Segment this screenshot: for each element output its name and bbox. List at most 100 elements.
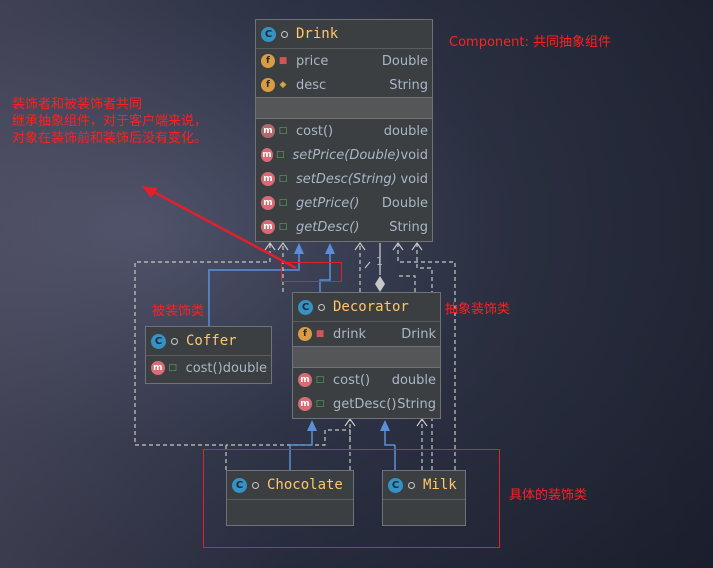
method-row[interactable]: m □ cost() double <box>293 368 440 392</box>
section-separator <box>293 346 440 368</box>
method-row[interactable]: m □ getDesc() String <box>293 392 440 416</box>
method-type: Double <box>381 195 428 211</box>
inheritance-arrowhead <box>380 420 390 431</box>
unlock-icon: □ <box>278 126 288 136</box>
decorated-note: 被装饰类 <box>152 304 205 319</box>
visibility-icon <box>281 30 288 38</box>
field-name: price <box>296 53 329 69</box>
method-name: cost() <box>333 372 371 388</box>
field-row[interactable]: f ■ price Double <box>256 49 432 73</box>
inheritance-coffer-drink <box>208 246 300 327</box>
visibility-icon <box>408 481 415 489</box>
method-type: String <box>397 396 436 412</box>
field-name: desc <box>296 77 327 93</box>
aggregation-diamond <box>375 276 385 292</box>
method-name: getDesc() <box>333 396 397 412</box>
class-name: Chocolate <box>267 477 343 493</box>
field-row[interactable]: f ■ drink Drink <box>293 322 440 346</box>
field-type: Drink <box>401 326 436 342</box>
method-name: getPrice() <box>296 195 360 211</box>
inheritance-arrowhead <box>325 243 335 254</box>
left-note-line: 装饰者和被装饰者共同 <box>12 97 143 112</box>
class-name: Coffer <box>186 333 237 349</box>
class-decorator[interactable]: C Decorator f ■ drink Drink m □ cost() d… <box>292 292 441 419</box>
inheritance-decorator-drink <box>319 246 331 292</box>
concrete-decorators-box <box>203 449 500 548</box>
visibility-icon <box>252 481 259 489</box>
method-row[interactable]: m □ setDesc(String) void <box>256 167 432 191</box>
class-name: Decorator <box>333 299 409 315</box>
method-row[interactable]: m □ cost() double <box>146 356 271 380</box>
method-row[interactable]: m □ cost() double <box>256 119 432 143</box>
dependency-arrowheads <box>264 241 428 427</box>
method-name: cost() <box>185 360 223 376</box>
left-note-line: 对象在装饰前和装饰后没有变化。 <box>12 131 208 146</box>
component-note: Component: 共同抽象组件 <box>449 35 611 50</box>
class-icon: C <box>298 299 313 315</box>
annotation-arrow <box>149 188 297 270</box>
field-icon: f <box>261 78 275 92</box>
method-row[interactable]: m □ getDesc() String <box>256 215 432 239</box>
class-name: Drink <box>296 26 339 42</box>
lock-icon: ■ <box>315 329 325 339</box>
field-name: drink <box>333 326 366 342</box>
method-icon: m <box>261 220 275 234</box>
method-name: cost() <box>296 123 334 139</box>
key-icon: ◆ <box>279 80 287 90</box>
inheritance-arrowhead <box>307 420 317 431</box>
class-name: Milk <box>423 477 457 493</box>
class-header: C Milk <box>383 471 465 500</box>
class-milk[interactable]: C Milk <box>382 470 466 526</box>
concrete-decorators-note: 具体的装饰类 <box>509 488 588 503</box>
field-icon: f <box>298 327 312 341</box>
class-icon: C <box>261 26 276 42</box>
method-type: double <box>383 123 428 139</box>
lock-icon: ■ <box>278 56 288 66</box>
method-type: void <box>400 147 428 163</box>
field-type: Double <box>381 53 428 69</box>
unlock-icon: □ <box>278 174 288 184</box>
abstract-decorator-note: 抽象装饰类 <box>445 302 511 317</box>
class-header: C Drink <box>256 20 432 49</box>
method-icon: m <box>298 397 312 411</box>
method-type: String <box>389 219 428 235</box>
method-row[interactable]: m □ getPrice() Double <box>256 191 432 215</box>
left-note: 装饰者和被装饰者共同 继承抽象组件，对于客户端来说， 对象在装饰前和装饰后没有变… <box>12 96 207 147</box>
method-icon: m <box>298 373 312 387</box>
class-icon: C <box>151 333 166 349</box>
method-icon: m <box>151 361 165 375</box>
method-type: void <box>400 171 428 187</box>
method-icon: m <box>261 196 275 210</box>
field-icon: f <box>261 54 275 68</box>
unlock-icon: □ <box>168 363 177 373</box>
method-icon: m <box>261 172 275 186</box>
left-note-line: 继承抽象组件，对于客户端来说， <box>12 114 208 129</box>
unlock-icon: □ <box>278 198 288 208</box>
unlock-icon: □ <box>278 222 288 232</box>
class-coffer[interactable]: C Coffer m □ cost() double <box>145 326 272 384</box>
method-type: double <box>222 360 267 376</box>
class-icon: C <box>388 477 403 493</box>
class-drink[interactable]: C Drink f ■ price Double f ◆ desc String… <box>255 19 433 242</box>
field-type: String <box>389 77 428 93</box>
method-name: getDesc() <box>296 219 360 235</box>
class-header: C Decorator <box>293 293 440 322</box>
method-icon: m <box>261 124 275 138</box>
method-row[interactable]: m □ setPrice(Double) void <box>256 143 432 167</box>
method-name: setPrice(Double) <box>292 147 401 163</box>
section-separator <box>256 97 432 119</box>
visibility-icon <box>171 337 178 345</box>
unlock-icon: □ <box>315 375 325 385</box>
multiplicity-label: 1 <box>376 255 383 268</box>
method-name: setDesc(String) <box>296 171 397 187</box>
field-row[interactable]: f ◆ desc String <box>256 73 432 97</box>
class-chocolate[interactable]: C Chocolate <box>226 470 354 526</box>
method-icon: m <box>261 148 273 162</box>
method-type: double <box>391 372 436 388</box>
highlight-box <box>281 262 342 282</box>
unlock-icon: □ <box>315 399 325 409</box>
inheritance-arrowhead <box>294 243 304 254</box>
class-header: C Coffer <box>146 327 271 356</box>
class-icon: C <box>232 477 247 493</box>
visibility-icon <box>318 303 325 311</box>
